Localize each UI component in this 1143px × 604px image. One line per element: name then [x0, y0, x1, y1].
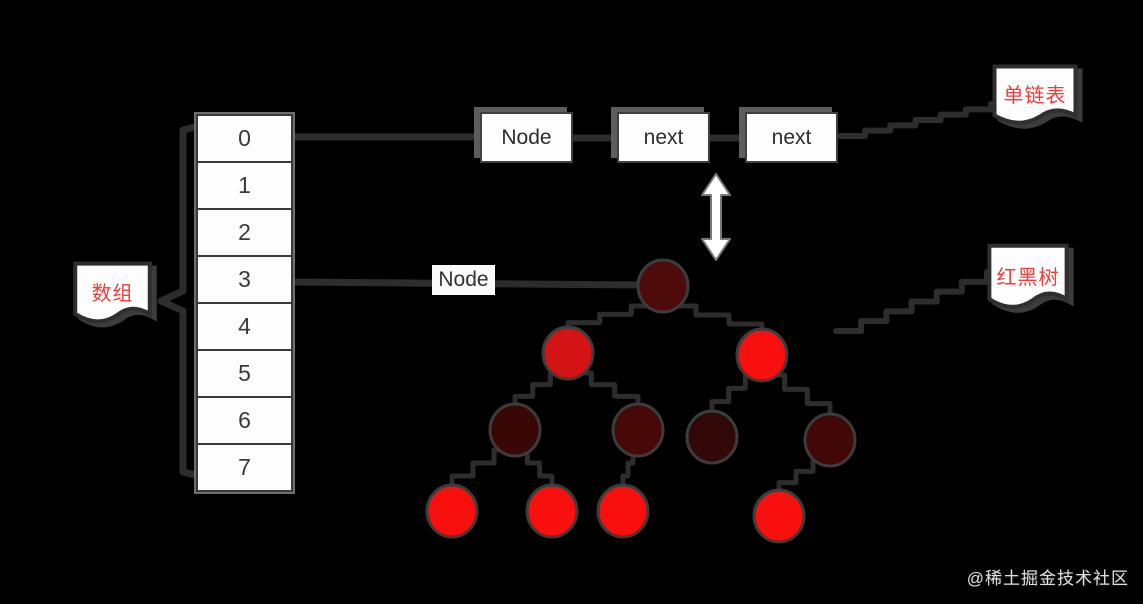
tree-entry-node-text: Node [438, 268, 489, 291]
tree-edge-r-rr [759, 372, 833, 421]
linked-list-box-0-node: Node [480, 112, 573, 163]
tree-node-l [541, 325, 595, 381]
tree-node-llr [525, 483, 579, 539]
bidirectional-arrow-icon [701, 173, 731, 261]
tree-node-lll [425, 483, 479, 539]
tree-node-ll [488, 402, 542, 458]
tree-node-rrl [752, 488, 806, 544]
array-cell-5: 5 [198, 351, 291, 398]
tree-node-rl [685, 409, 739, 465]
tree-edge-l-lr [565, 370, 641, 411]
array-cell-4: 4 [198, 304, 291, 351]
document-shape-icon [991, 63, 1079, 133]
array-cell-7: 7 [238, 454, 251, 480]
document-shape-icon [72, 260, 153, 332]
linked-list-box-2-next: next [745, 112, 838, 163]
red-black-tree-callout-line [833, 269, 990, 334]
tree-node-root [636, 258, 690, 314]
tree-edge-root-r [660, 303, 765, 336]
array-cell-3: 3 [198, 257, 291, 304]
array-brace [157, 123, 199, 479]
array-cell-1: 1 [198, 163, 291, 210]
document-shape-icon [986, 242, 1070, 318]
linked-list-label: 单链表 [991, 63, 1079, 133]
watermark: @稀土掘金技术社区 [966, 569, 1129, 588]
linked-list-label-text: 单链表 [1003, 84, 1067, 107]
tree-entry-node-tag: Node [432, 265, 495, 295]
array-cell-6: 6 [198, 398, 291, 445]
array-cell-2: 2 [198, 210, 291, 257]
tree-node-lrl [596, 483, 650, 539]
linked-list-box-1-next: next [617, 112, 710, 163]
array-cell-0: 0 [198, 116, 291, 163]
linked-list-callout-line [837, 101, 994, 139]
tree-node-rr [803, 412, 857, 468]
red-black-tree-label: 红黑树 [986, 242, 1070, 318]
tree-node-lr [611, 402, 665, 458]
red-black-tree-label-text: 红黑树 [996, 266, 1060, 289]
array-label: 数组 [72, 260, 153, 332]
array-label-text: 数组 [91, 282, 134, 305]
tree-edge-root-l [565, 303, 666, 334]
tree-node-r [735, 327, 789, 383]
tree-edge-ll-lll [449, 447, 518, 492]
